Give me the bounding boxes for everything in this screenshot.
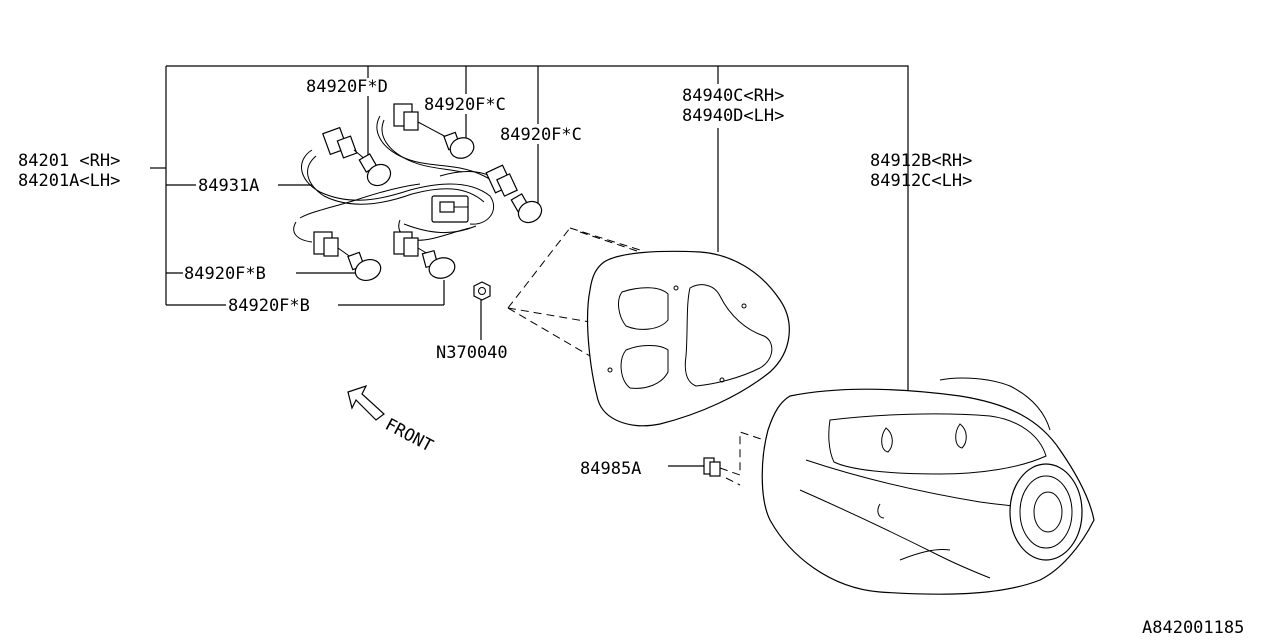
label-assy-lh: 84201A<LH> bbox=[18, 171, 120, 191]
label-gasket-rh: 84940C<RH> bbox=[682, 86, 784, 106]
label-bulb-d: 84920F*D bbox=[306, 77, 388, 97]
front-arrow-icon bbox=[347, 384, 385, 421]
socket-upper-center bbox=[393, 103, 449, 139]
socket-lower-right bbox=[393, 231, 429, 257]
harness-connector bbox=[431, 195, 469, 223]
front-label: FRONT bbox=[382, 415, 437, 457]
nut bbox=[473, 281, 491, 301]
bulb-upper-center bbox=[443, 131, 475, 159]
label-assy-rh: 84201 <RH> bbox=[18, 151, 120, 171]
leader-lines bbox=[150, 65, 909, 467]
wire-harness bbox=[293, 115, 497, 243]
label-nut: N370040 bbox=[436, 343, 508, 363]
label-bulb-b1: 84920F*B bbox=[184, 264, 266, 284]
socket-upper-right bbox=[485, 164, 518, 197]
label-lens-lh: 84912C<LH> bbox=[870, 171, 972, 191]
bulb-lower-left bbox=[347, 251, 382, 281]
label-gasket-lh: 84940D<LH> bbox=[682, 106, 784, 126]
bulb-upper-left bbox=[358, 153, 392, 187]
label-lens-rh: 84912B<RH> bbox=[870, 151, 972, 171]
lens-housing bbox=[761, 377, 1095, 595]
socket-upper-left bbox=[322, 126, 367, 161]
label-harness: 84931A bbox=[198, 176, 259, 196]
gasket-plate bbox=[586, 250, 790, 427]
bulb-lower-right bbox=[421, 249, 456, 279]
socket-lower-left bbox=[313, 231, 353, 259]
label-bulb-c1: 84920F*C bbox=[424, 95, 506, 115]
label-bulb-c2: 84920F*C bbox=[500, 125, 582, 145]
bulb-upper-right bbox=[510, 193, 543, 224]
drawing-id: A842001185 bbox=[1142, 618, 1244, 638]
label-clip: 84985A bbox=[580, 459, 641, 479]
label-bulb-b2: 84920F*B bbox=[228, 296, 310, 316]
clip bbox=[703, 457, 721, 477]
